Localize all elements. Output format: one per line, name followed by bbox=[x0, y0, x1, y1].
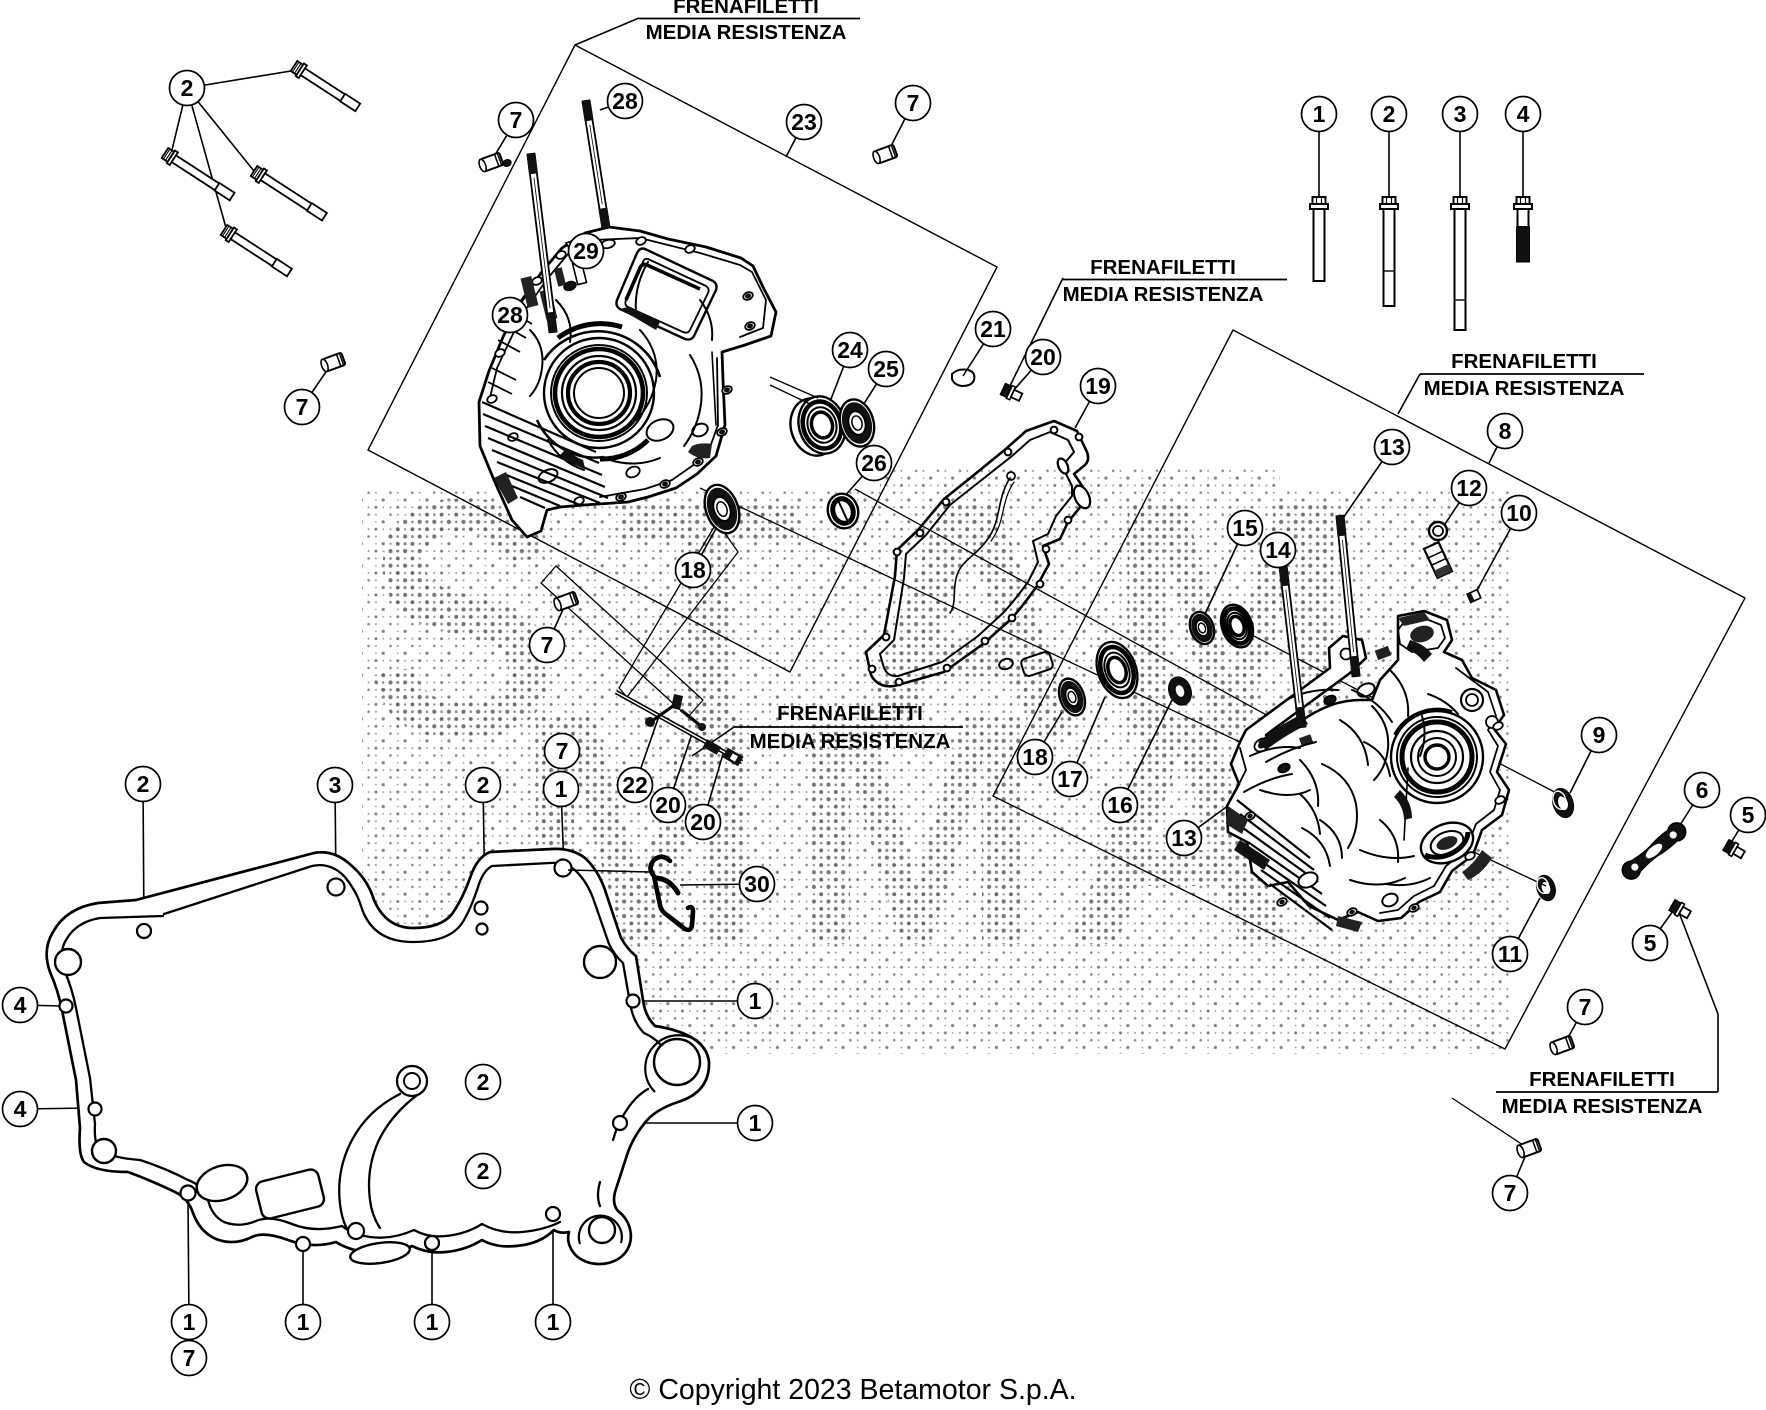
svg-text:1: 1 bbox=[749, 988, 762, 1014]
svg-text:MEDIA RESISTENZA: MEDIA RESISTENZA bbox=[1502, 1095, 1703, 1118]
svg-text:16: 16 bbox=[1107, 792, 1133, 818]
svg-text:FRENAFILETTI: FRENAFILETTI bbox=[1451, 350, 1597, 373]
svg-text:MEDIA RESISTENZA: MEDIA RESISTENZA bbox=[1424, 377, 1625, 400]
svg-text:FRENAFILETTI: FRENAFILETTI bbox=[1529, 1068, 1675, 1091]
svg-text:© Copyright 2023 Betamotor S.p: © Copyright 2023 Betamotor S.p.A. bbox=[629, 1374, 1076, 1406]
svg-text:2: 2 bbox=[477, 1158, 490, 1184]
svg-text:1: 1 bbox=[749, 1110, 762, 1136]
svg-text:MEDIA RESISTENZA: MEDIA RESISTENZA bbox=[750, 730, 951, 753]
svg-text:4: 4 bbox=[1517, 101, 1530, 127]
svg-text:12: 12 bbox=[1456, 475, 1482, 501]
svg-text:M: M bbox=[792, 645, 1040, 1014]
svg-text:22: 22 bbox=[622, 772, 648, 798]
svg-text:7: 7 bbox=[541, 632, 554, 658]
svg-text:21: 21 bbox=[980, 316, 1006, 342]
svg-text:23: 23 bbox=[791, 109, 817, 135]
svg-text:14: 14 bbox=[1265, 537, 1291, 563]
svg-text:1: 1 bbox=[297, 1309, 310, 1335]
svg-text:13: 13 bbox=[1379, 434, 1405, 460]
svg-text:17: 17 bbox=[1057, 766, 1083, 792]
svg-text:20: 20 bbox=[1030, 344, 1056, 370]
svg-text:20: 20 bbox=[655, 792, 681, 818]
svg-text:29: 29 bbox=[573, 238, 599, 264]
svg-text:1: 1 bbox=[1313, 101, 1326, 127]
svg-text:10: 10 bbox=[1506, 500, 1532, 526]
svg-text:7: 7 bbox=[1504, 1180, 1517, 1206]
svg-text:15: 15 bbox=[1232, 515, 1258, 541]
svg-text:20: 20 bbox=[690, 809, 716, 835]
svg-text:FRENAFILETTI: FRENAFILETTI bbox=[1090, 256, 1236, 279]
svg-text:4: 4 bbox=[14, 992, 27, 1018]
svg-text:18: 18 bbox=[1022, 744, 1048, 770]
svg-text:6: 6 bbox=[1696, 777, 1709, 803]
svg-text:7: 7 bbox=[1579, 994, 1592, 1020]
svg-text:7: 7 bbox=[183, 1345, 196, 1371]
svg-text:1: 1 bbox=[183, 1309, 196, 1335]
svg-text:2: 2 bbox=[1383, 101, 1396, 127]
svg-text:MEDIA RESISTENZA: MEDIA RESISTENZA bbox=[646, 21, 847, 44]
svg-text:2: 2 bbox=[477, 1069, 490, 1095]
svg-text:FRENAFILETTI: FRENAFILETTI bbox=[777, 702, 923, 725]
svg-text:30: 30 bbox=[744, 871, 770, 897]
svg-text:28: 28 bbox=[612, 88, 638, 114]
svg-text:MEDIA RESISTENZA: MEDIA RESISTENZA bbox=[1063, 283, 1264, 306]
svg-text:24: 24 bbox=[837, 337, 863, 363]
svg-text:2: 2 bbox=[137, 771, 150, 797]
svg-text:28: 28 bbox=[497, 302, 523, 328]
svg-text:1: 1 bbox=[555, 776, 568, 802]
svg-text:7: 7 bbox=[907, 90, 920, 116]
svg-text:9: 9 bbox=[1593, 722, 1606, 748]
svg-text:26: 26 bbox=[861, 450, 887, 476]
svg-text:11: 11 bbox=[1498, 941, 1523, 967]
svg-text:2: 2 bbox=[477, 772, 490, 798]
svg-text:3: 3 bbox=[329, 772, 342, 798]
svg-text:19: 19 bbox=[1085, 373, 1111, 399]
svg-text:5: 5 bbox=[1644, 930, 1657, 956]
svg-text:8: 8 bbox=[1499, 418, 1512, 444]
svg-text:25: 25 bbox=[873, 356, 899, 382]
svg-text:18: 18 bbox=[680, 557, 706, 583]
svg-text:13: 13 bbox=[1171, 825, 1197, 851]
svg-text:7: 7 bbox=[510, 107, 523, 133]
svg-text:FRENAFILETTI: FRENAFILETTI bbox=[673, 0, 819, 18]
svg-text:4: 4 bbox=[14, 1096, 27, 1122]
svg-text:1: 1 bbox=[547, 1309, 560, 1335]
svg-text:7: 7 bbox=[296, 394, 309, 420]
svg-text:3: 3 bbox=[1454, 101, 1467, 127]
svg-text:7: 7 bbox=[556, 738, 569, 764]
svg-text:1: 1 bbox=[426, 1309, 439, 1335]
svg-text:5: 5 bbox=[1742, 802, 1755, 828]
svg-text:2: 2 bbox=[181, 75, 194, 101]
